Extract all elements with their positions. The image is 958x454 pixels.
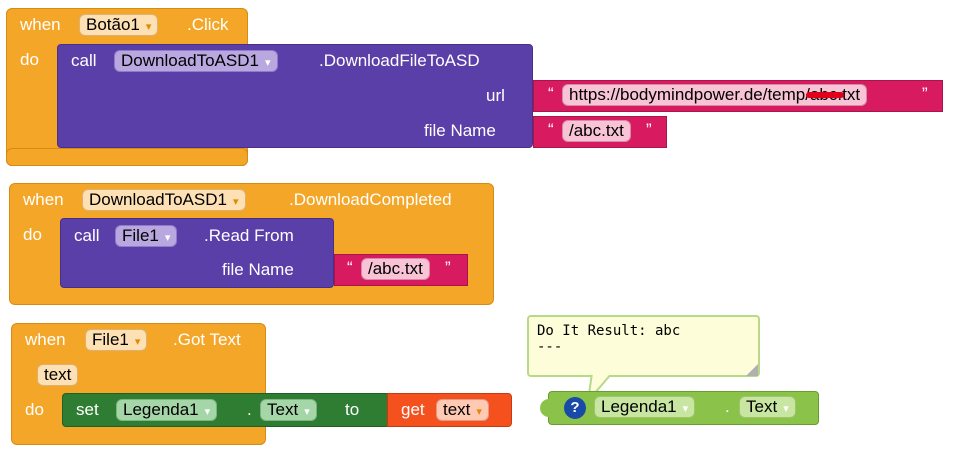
chevron-down-icon: ▾ [204,406,211,418]
component-dropdown-file1[interactable]: File1 ▾ [115,225,178,247]
quote-open: “ [347,258,353,277]
component-dropdown-downloadtoasd1[interactable]: DownloadToASD1 ▾ [114,50,278,72]
component-name: File1 [122,226,159,245]
component-dropdown-downloadtoasd1[interactable]: DownloadToASD1 ▾ [82,189,246,211]
quote-close: ” [922,84,928,103]
property-dropdown-text[interactable]: Text ▾ [260,399,317,421]
variable-name: text [443,400,471,419]
quote-close: ” [445,258,451,277]
chevron-down-icon: ▾ [682,403,689,415]
component-dropdown-legenda1[interactable]: Legenda1 ▾ [116,399,218,421]
when-button-click-bottom [6,148,248,166]
file-text-value[interactable]: /abc.txt [361,258,430,280]
url-socket-label: url [486,86,505,105]
do-label: do [20,50,39,69]
component-dropdown-file1[interactable]: File1 ▾ [85,329,148,351]
when-label: when [25,330,66,349]
plug-notch [540,399,552,417]
call-read-from-block[interactable] [60,218,334,288]
component-dropdown-botao1[interactable]: Botão1 ▾ [79,14,159,36]
component-name: Legenda1 [123,400,199,419]
to-label: to [345,400,360,419]
property-name: Text [746,397,778,416]
event-name: .DownloadCompleted [289,190,452,209]
call-label: call [71,51,97,70]
set-label: set [76,400,99,419]
dot-separator: . [725,397,730,416]
component-name: Botão1 [86,15,140,34]
property-name: Text [267,400,299,419]
variable-dropdown-text[interactable]: text ▾ [436,399,489,421]
url-text-value[interactable]: https://bodymindpower.de/temp/abc.txt [562,84,868,106]
when-label: when [20,15,61,34]
comment-line-2: --- [537,339,563,355]
do-label: do [25,400,44,419]
help-icon[interactable]: ? [564,397,586,419]
component-name: File1 [92,330,129,349]
event-parameter-text[interactable]: text [37,364,79,386]
file-text-value[interactable]: /abc.txt [562,120,631,142]
get-label: get [401,400,425,419]
component-name: DownloadToASD1 [121,51,259,70]
chevron-down-icon: ▾ [164,232,171,244]
component-name: DownloadToASD1 [89,190,227,209]
event-name: .Got Text [173,330,241,349]
comment-line-1: Do It Result: abc [537,323,681,339]
do-label: do [23,225,42,244]
when-label: when [23,190,64,209]
quote-open: “ [548,84,554,103]
chevron-down-icon: ▾ [783,403,789,415]
call-label: call [74,226,100,245]
chevron-down-icon: ▾ [134,336,141,348]
chevron-down-icon: ▾ [304,406,310,418]
chevron-down-icon: ▾ [232,196,239,208]
chevron-down-icon: ▾ [264,57,271,69]
quote-close: ” [646,120,652,139]
component-name: Legenda1 [601,397,677,416]
file-name-socket-label: file Name [424,121,496,140]
chevron-down-icon: ▾ [145,21,152,33]
chevron-down-icon: ▾ [476,406,482,418]
method-name: .Read From [204,226,294,245]
redaction-mark [806,92,844,98]
file-name-socket-label: file Name [222,260,294,279]
quote-open: “ [548,120,554,139]
resize-handle-icon[interactable] [746,364,758,376]
do-it-result-comment[interactable]: Do It Result: abc --- [527,315,760,377]
property-dropdown-text[interactable]: Text ▾ [739,396,796,418]
component-dropdown-legenda1[interactable]: Legenda1 ▾ [594,396,696,418]
dot-separator: . [247,400,252,419]
method-name: .DownloadFileToASD [319,51,480,70]
event-name: .Click [187,15,229,34]
set-text-block[interactable] [62,393,392,427]
